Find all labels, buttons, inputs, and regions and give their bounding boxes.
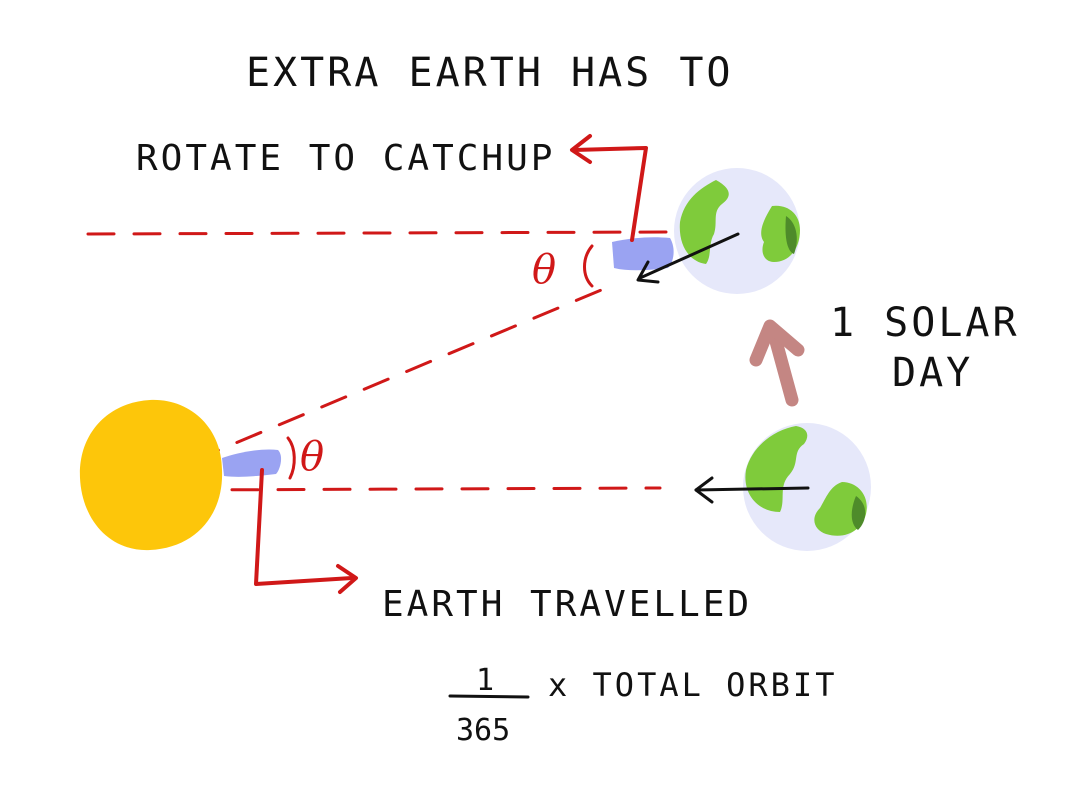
angle-arc-top: [583, 244, 594, 288]
angle-arc-bottom: [286, 436, 296, 480]
solar-day-label-line2: DAY: [892, 350, 973, 396]
solar-day-label-line1: 1 SOLAR: [830, 300, 1020, 346]
labels: EXTRA EARTH HAS TO ROTATE TO CATCHUP 1 S…: [136, 50, 1020, 748]
earth-top-land-left: [679, 180, 729, 264]
catchup-arrow: [570, 134, 648, 242]
earth-top-spin-arrow: [636, 232, 740, 284]
earth-top: [674, 168, 800, 294]
observer-patch-top: [612, 237, 674, 271]
earth-bottom-spin-arrow: [694, 476, 810, 504]
earth-bottom-land-shadow: [851, 496, 866, 530]
theta-symbol-top: θ: [532, 247, 556, 293]
fraction-denominator: 365: [456, 713, 510, 748]
earth-bottom-land-left: [745, 426, 808, 512]
earth-travelled-label: EARTH TRAVELLED: [382, 584, 752, 625]
total-orbit-label: x TOTAL ORBIT: [548, 666, 837, 704]
sun: [79, 399, 223, 551]
top-horizontal-dashed-line: [86, 230, 674, 236]
earth-top-land-shadow: [785, 216, 797, 254]
reference-lines: [86, 230, 674, 492]
fraction-bar: [448, 694, 530, 699]
sun-disc: [79, 399, 223, 551]
observer-patch-bottom: [222, 449, 282, 477]
extra-earth-label-line2: ROTATE TO CATCHUP: [136, 138, 555, 179]
travelled-arrow: [254, 468, 358, 594]
extra-earth-label-line1: EXTRA EARTH HAS TO: [246, 50, 733, 96]
bottom-horizontal-dashed-line: [184, 486, 662, 492]
fraction-numerator: 1: [476, 663, 494, 698]
theta-symbol-bottom: θ: [300, 434, 324, 480]
sun-to-earth-dashed-line: [150, 286, 608, 480]
solar-day-arrow: [749, 319, 805, 407]
